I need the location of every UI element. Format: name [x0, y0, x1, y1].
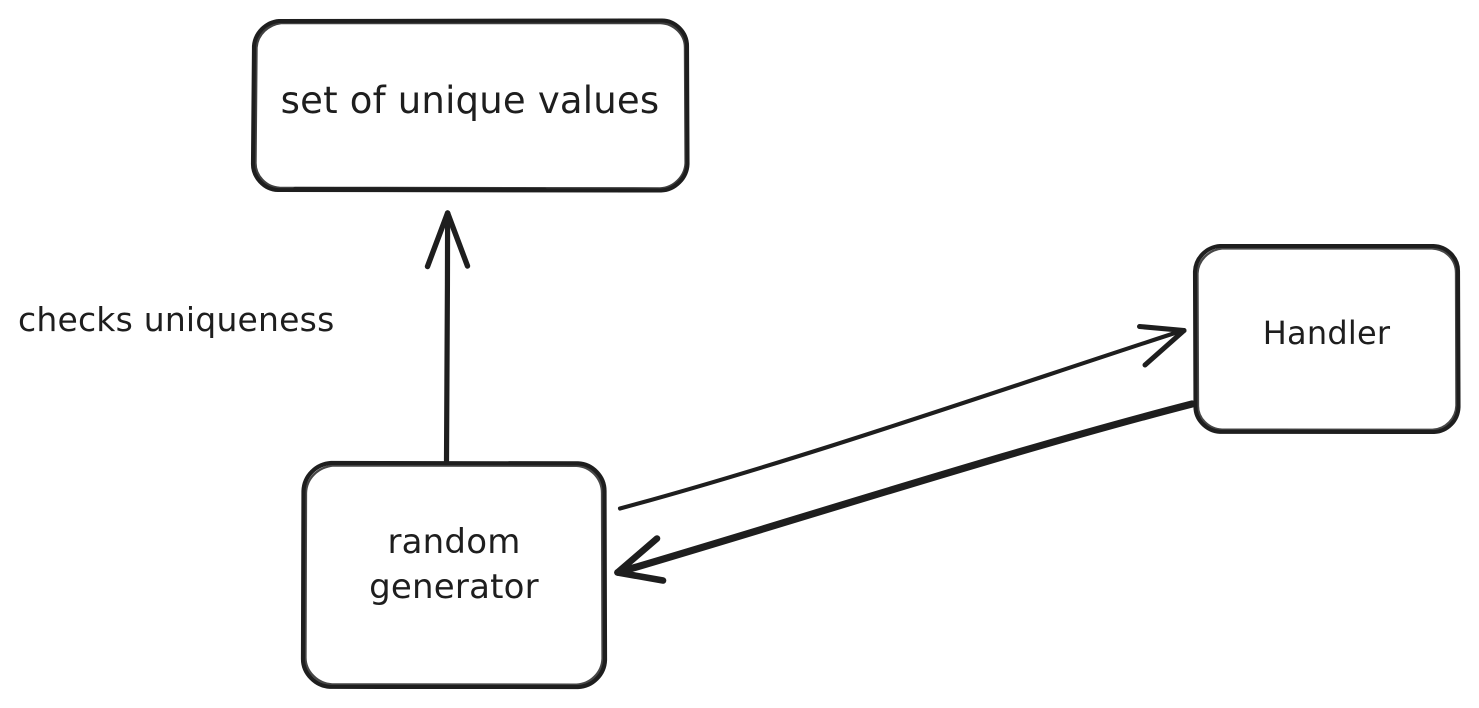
node-set-of-unique-values[interactable]	[253, 20, 687, 190]
node-random-generator[interactable]	[303, 462, 605, 687]
edge-generator-to-handler[interactable]	[617, 324, 1187, 511]
node-random-generator-shape[interactable]	[300, 460, 608, 690]
node-set-of-unique-values-shape[interactable]	[250, 18, 690, 193]
edge-handler-to-generator[interactable]	[614, 400, 1196, 584]
node-handler-shape[interactable]	[1192, 243, 1461, 435]
node-handler[interactable]	[1195, 245, 1458, 432]
edge-generator-to-set[interactable]	[424, 210, 471, 464]
